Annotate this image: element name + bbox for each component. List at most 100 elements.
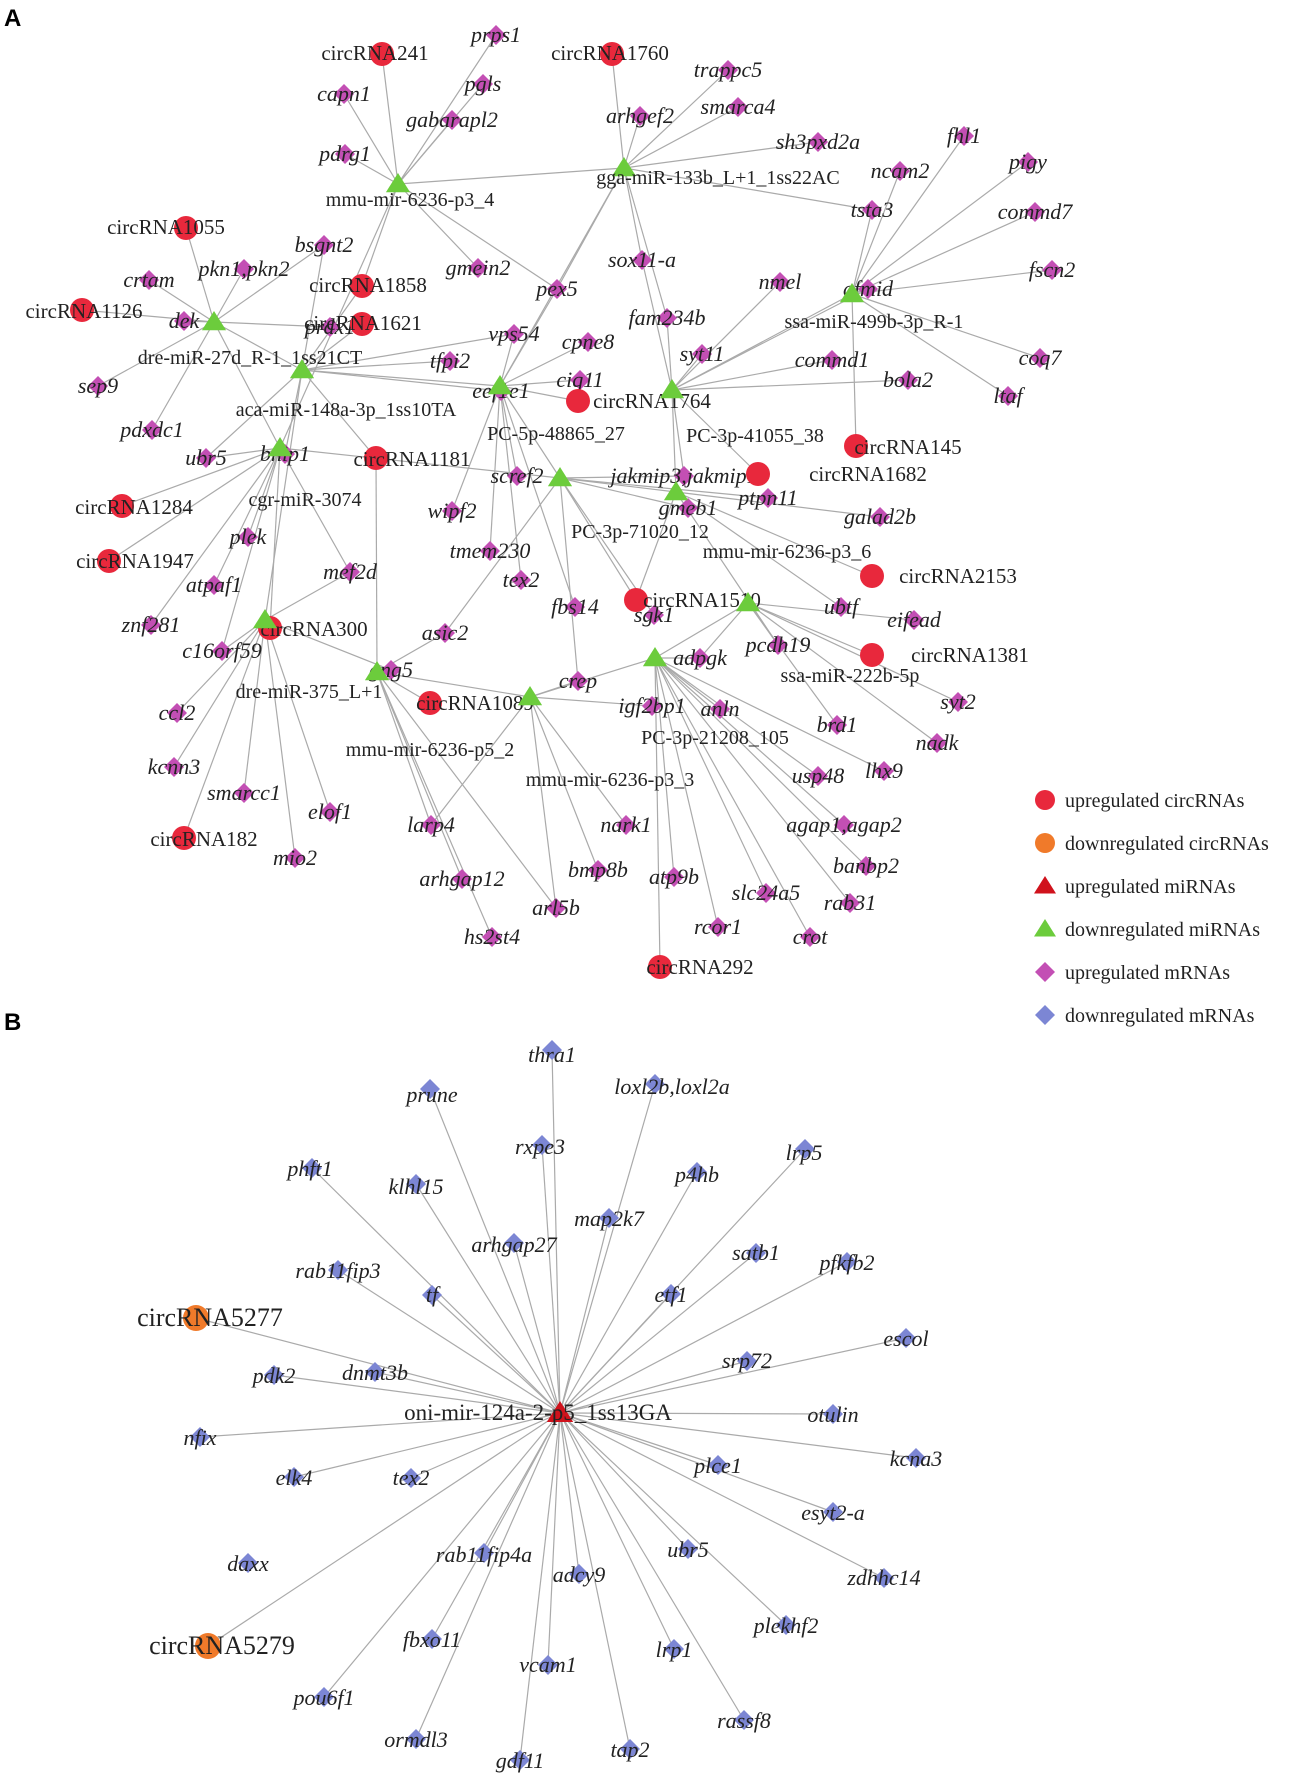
node-label: asic2 [422,620,468,645]
network-edge [559,1412,917,1459]
network-edge [451,385,501,512]
network-edge [199,1412,561,1438]
node-label: adcy9 [553,1562,606,1587]
node-label: tmem230 [450,538,531,563]
legend-marker-downregulated-circrnas [1035,833,1055,853]
gene-node-afmid [858,279,878,299]
gene-node-hs2st4 [482,927,502,947]
node-label: PC-3p-41055_38 [686,425,824,447]
node-label: circRNA2153 [899,564,1017,588]
network-edge [671,281,781,391]
network-edge [499,385,518,477]
network-edge [654,657,811,938]
circrna-node-circrna1947 [97,549,121,573]
circrna-node-circrna1381 [860,643,884,667]
legend-label: upregulated miRNAs [1065,876,1236,898]
network-edge [344,153,399,185]
node-label: kcnn3 [148,754,201,779]
node-label: fhl1 [947,123,981,148]
node-label: commd7 [998,199,1074,224]
network-edge [301,333,515,371]
gene-node-bmp8b [588,860,608,880]
legend-marker-upregulated-mirnas [1034,876,1056,894]
node-label: commd1 [795,347,870,372]
node-label: prps1 [469,22,521,47]
network-edge [513,1242,561,1414]
node-label: tsta3 [851,197,894,222]
network-edge [284,369,303,455]
network-edge [529,696,653,707]
node-label: phft1 [285,1156,332,1181]
network-edge [559,477,637,601]
node-label: ubr5 [185,445,227,470]
network-edge [519,1412,561,1761]
network-edge [851,293,857,447]
node-label: circRNA1055 [107,215,225,239]
gene-node-bola2 [898,370,918,390]
node-label: bola2 [883,367,933,392]
gene-node-asic2 [435,623,455,643]
gene-node-vcam1 [538,1655,558,1675]
gene-node-ormdl3 [406,1729,426,1749]
network-edge [301,360,451,371]
gene-node-atp9b [664,867,684,887]
panel-b-label: B [4,1009,21,1036]
circrna-node-circrna1126 [70,298,94,322]
network-edge [529,696,627,826]
network-edge [654,657,819,777]
node-label: gdf11 [496,1748,544,1773]
node-label: adpgk [673,645,728,670]
gene-node-tap2 [620,1739,640,1759]
gene-node-crep [568,671,588,691]
network-edge [559,1412,745,1721]
node-label: coq7 [1019,345,1063,370]
gene-node-arhgef2 [630,106,650,126]
network-edge [654,657,719,928]
gene-node-sgk1 [644,605,664,625]
node-label: daxx [227,1551,269,1576]
network-edge [301,369,502,392]
network-edge [654,657,845,826]
circrna-node-circrna1089 [418,691,442,715]
network-edge [337,1269,561,1414]
gene-node-ccl2 [167,703,187,723]
network-edge [375,457,378,673]
node-label: circRNA1858 [309,273,427,297]
network-edge [374,1371,561,1414]
network-edge [559,1412,675,1650]
node-label: tf [426,1282,441,1307]
node-label: crep [559,668,597,693]
node-label: ptpn11 [736,485,797,510]
gene-node-arhgap27 [504,1233,524,1253]
circrna-node-circrna1764 [566,389,590,413]
node-label: jakmip3,jakmip1 [607,463,757,488]
circrna-node-circrna1181 [364,446,388,470]
circrna-node-circrna2153 [860,564,884,588]
network-edge [559,1412,689,1550]
gene-node-galad2b [870,507,890,527]
network-edge [654,657,767,894]
network-edge [279,447,351,573]
network-edge [499,379,581,387]
gene-node-p4hb [687,1162,707,1182]
panel-a-label: A [4,5,21,32]
gene-node-brd1 [827,715,847,735]
network-edge [671,359,833,391]
node-label: circRNA5277 [137,1303,283,1332]
node-label: elof1 [308,799,352,824]
node-label: banbp2 [833,853,899,878]
network-edge [641,259,673,391]
gene-node-plce1 [708,1455,728,1475]
legend-label: downregulated miRNAs [1065,919,1260,941]
network-edge [699,602,749,659]
node-label: gabarapl2 [406,107,498,132]
mirna-node-pc-5p-48865-27 [487,375,513,395]
node-label: pex5 [534,276,578,301]
network-edge [671,389,759,475]
network-edge [671,389,685,477]
network-edge [376,671,557,909]
node-label: pfkfb2 [818,1250,875,1275]
mirna-node-mmu-mir-6236-p3-4 [385,173,411,193]
gene-node-zdhhc14 [874,1568,894,1588]
gene-node-syt2 [948,692,968,712]
